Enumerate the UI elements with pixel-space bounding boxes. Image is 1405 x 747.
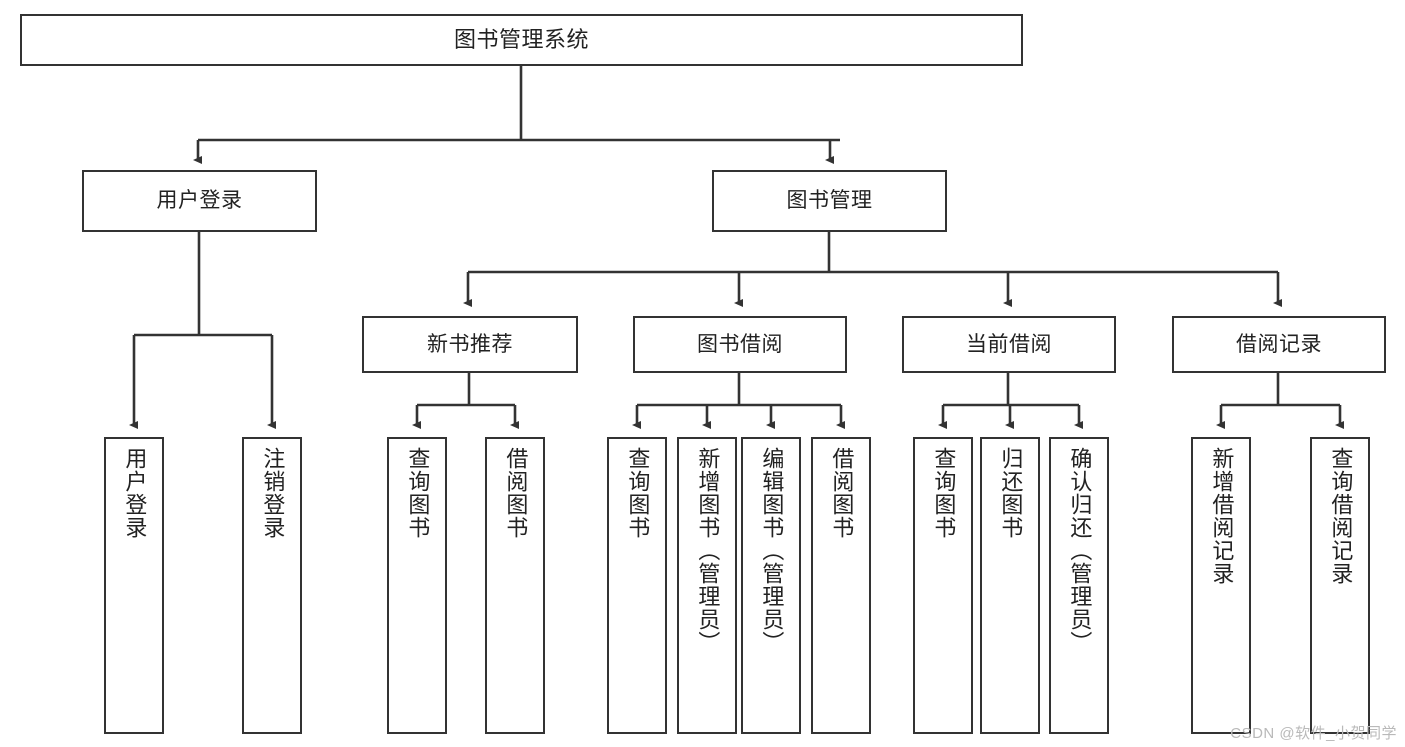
leaf-current-return-book[interactable]: 归还图书	[980, 437, 1040, 734]
node-book-management[interactable]: 图书管理	[712, 170, 947, 232]
leaf-borrow-borrow-book[interactable]: 借阅图书	[811, 437, 871, 734]
leaf-record-query-record[interactable]: 查询借阅记录	[1310, 437, 1370, 734]
node-label: 确认归还（管理员）	[1067, 447, 1093, 654]
leaf-borrow-edit-book-admin[interactable]: 编辑图书（管理员）	[741, 437, 801, 734]
leaf-borrow-query-book[interactable]: 查询图书	[607, 437, 667, 734]
leaf-current-query-book[interactable]: 查询图书	[913, 437, 973, 734]
node-label: 查询图书	[625, 447, 651, 539]
node-label: 查询图书	[931, 447, 957, 539]
node-label: 新书推荐	[427, 332, 513, 356]
node-label: 新增借阅记录	[1209, 447, 1235, 585]
node-label: 图书借阅	[697, 332, 783, 356]
node-label: 图书管理系统	[453, 26, 589, 52]
node-label: 归还图书	[998, 447, 1024, 539]
leaf-user-login[interactable]: 用户登录	[104, 437, 164, 734]
node-label: 用户登录	[122, 447, 148, 539]
node-label: 当前借阅	[966, 332, 1052, 356]
node-label: 图书管理	[786, 189, 873, 213]
node-new-book-recommend[interactable]: 新书推荐	[362, 316, 578, 373]
node-label: 借阅图书	[503, 447, 529, 539]
node-label: 用户登录	[156, 189, 243, 213]
node-label: 查询图书	[405, 447, 431, 539]
node-label: 新增图书（管理员）	[695, 447, 721, 654]
leaf-record-add-record[interactable]: 新增借阅记录	[1191, 437, 1251, 734]
leaf-newbook-borrow-book[interactable]: 借阅图书	[485, 437, 545, 734]
node-borrow-record[interactable]: 借阅记录	[1172, 316, 1386, 373]
node-label: 查询借阅记录	[1328, 447, 1354, 585]
csdn-watermark: CSDN @软件_小贺同学	[1230, 725, 1397, 742]
node-book-borrow[interactable]: 图书借阅	[633, 316, 847, 373]
leaf-newbook-query-book[interactable]: 查询图书	[387, 437, 447, 734]
node-label: 借阅记录	[1236, 332, 1322, 356]
node-label: 借阅图书	[829, 447, 855, 539]
leaf-borrow-add-book-admin[interactable]: 新增图书（管理员）	[677, 437, 737, 734]
leaf-current-confirm-return-admin[interactable]: 确认归还（管理员）	[1049, 437, 1109, 734]
node-label: 注销登录	[260, 447, 286, 539]
node-root-system[interactable]: 图书管理系统	[20, 14, 1023, 66]
node-current-borrow[interactable]: 当前借阅	[902, 316, 1116, 373]
node-label: 编辑图书（管理员）	[759, 447, 785, 654]
node-user-login[interactable]: 用户登录	[82, 170, 317, 232]
leaf-user-logout[interactable]: 注销登录	[242, 437, 302, 734]
